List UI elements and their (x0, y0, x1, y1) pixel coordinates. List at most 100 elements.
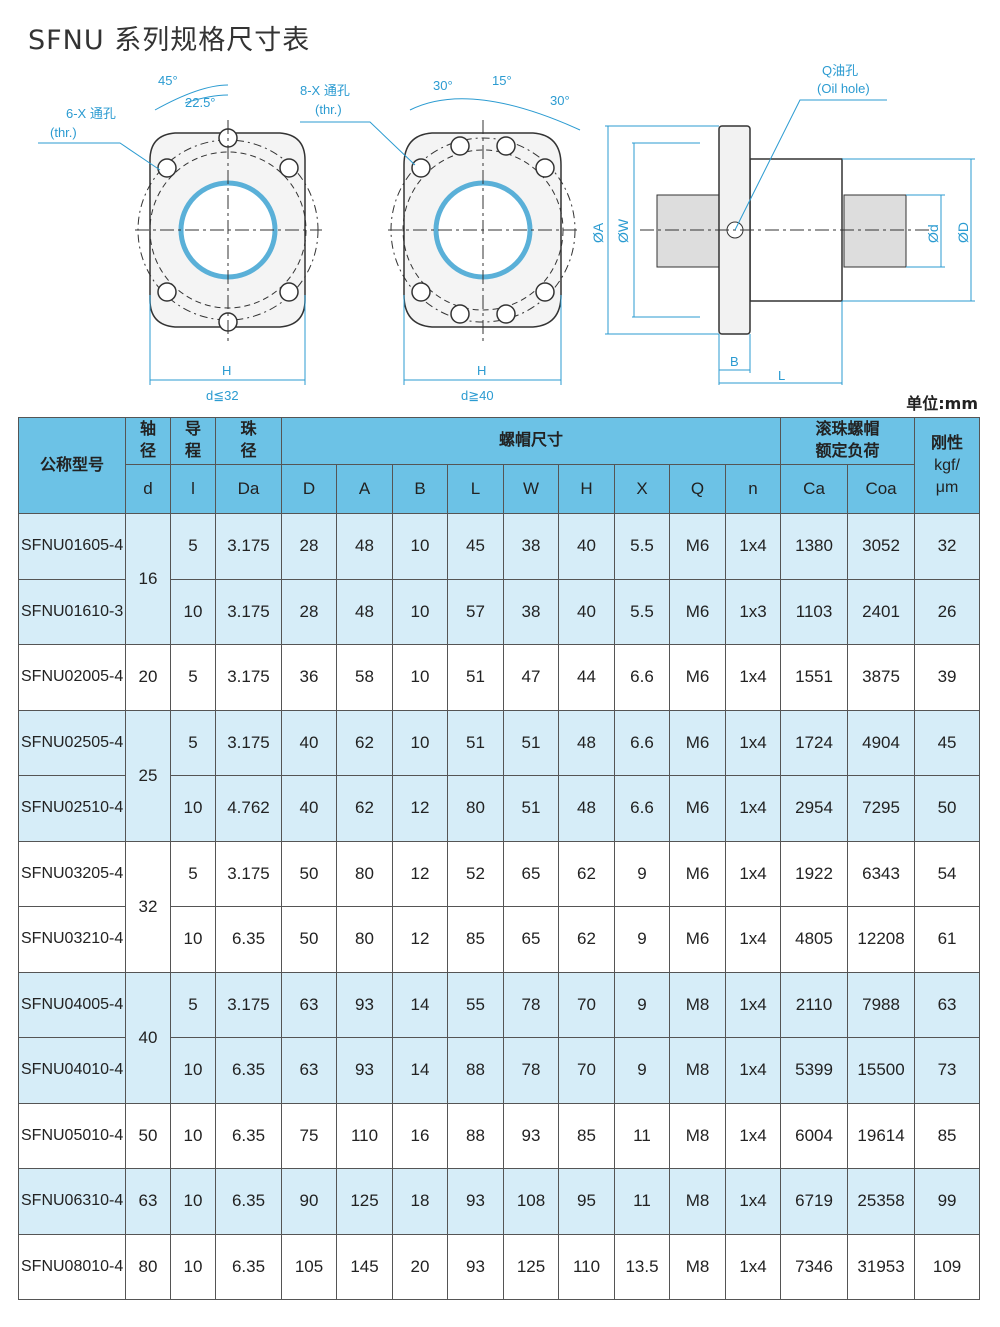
cell-b: 10 (392, 513, 448, 580)
cell-q: M6 (669, 906, 726, 973)
cell-w: 108 (503, 1168, 559, 1235)
cell-coa: 31953 (847, 1233, 916, 1300)
left-angle-45: 45° (158, 73, 178, 88)
cell-l: 5 (170, 644, 216, 711)
header-b-col: B (392, 464, 448, 514)
cell-model: SFNU08010-4 (18, 1233, 126, 1300)
flange-view-6-hole (38, 84, 322, 385)
header-da: Da (215, 464, 282, 514)
header-l-col: L (447, 464, 504, 514)
cell-q: M6 (669, 578, 726, 645)
cell-da: 3.175 (215, 840, 282, 907)
cell-q: M6 (669, 513, 726, 580)
cell-ca: 2954 (780, 775, 849, 842)
cell-coa: 25358 (847, 1168, 916, 1235)
cell-d: 63 (281, 971, 337, 1038)
cell-ca: 1922 (780, 840, 849, 907)
cell-d: 28 (281, 513, 337, 580)
cell-l: 5 (170, 709, 216, 776)
cell-model: SFNU02005-4 (18, 644, 126, 711)
cell-coa: 19614 (847, 1102, 916, 1169)
cell-k: 50 (914, 775, 981, 842)
cell-a: 145 (336, 1233, 393, 1300)
cell-d: 25 (125, 709, 171, 842)
cell-model: SFNU03205-4 (18, 840, 126, 907)
header-h-col: H (558, 464, 615, 514)
cell-model: SFNU01605-4 (18, 513, 126, 580)
cell-w: 47 (503, 644, 559, 711)
cell-n: 1x4 (724, 906, 782, 973)
dim-b: B (730, 354, 739, 369)
cell-h: 40 (558, 513, 615, 580)
cell-model: SFNU06310-4 (18, 1168, 126, 1235)
mid-angle-15: 15° (492, 73, 512, 88)
cell-n: 1x4 (724, 1168, 782, 1235)
cell-x: 9 (614, 971, 670, 1038)
cell-n: 1x4 (724, 971, 782, 1038)
cell-d: 105 (281, 1233, 337, 1300)
header-model: 公称型号 (18, 417, 126, 514)
cell-l: 51 (447, 644, 504, 711)
spec-table: 公称型号 轴径 导程 珠径 螺帽尺寸 滚珠螺帽额定负荷 刚性 kgf/μm d … (18, 417, 981, 1300)
cell-l: 57 (447, 578, 504, 645)
cell-ca: 5399 (780, 1037, 849, 1104)
cell-w: 51 (503, 775, 559, 842)
cell-n: 1x4 (724, 840, 782, 907)
cell-x: 9 (614, 1037, 670, 1104)
cell-x: 13.5 (614, 1233, 670, 1300)
cell-x: 11 (614, 1168, 670, 1235)
cell-a: 80 (336, 840, 393, 907)
page-title: SFNU 系列规格尺寸表 (28, 25, 311, 56)
cell-k: 61 (914, 906, 981, 973)
cell-w: 78 (503, 971, 559, 1038)
side-view (605, 99, 975, 385)
header-shaft: 轴径 (125, 417, 171, 465)
cell-ca: 1380 (780, 513, 849, 580)
technical-drawing: 6-X 通孔 (thr.) 45° 22.5° H d≦32 (38, 63, 975, 403)
cell-coa: 7295 (847, 775, 916, 842)
cell-h: 62 (558, 906, 615, 973)
cell-x: 6.6 (614, 644, 670, 711)
header-d-col: D (281, 464, 337, 514)
cell-n: 1x4 (724, 1233, 782, 1300)
cell-a: 80 (336, 906, 393, 973)
cell-h: 62 (558, 840, 615, 907)
cell-n: 1x3 (724, 578, 782, 645)
cell-da: 6.35 (215, 1168, 282, 1235)
cell-h: 95 (558, 1168, 615, 1235)
cell-q: M8 (669, 1102, 726, 1169)
cell-model: SFNU04005-4 (18, 971, 126, 1038)
dim-a: ØA (590, 222, 606, 243)
cell-coa: 7988 (847, 971, 916, 1038)
cell-x: 5.5 (614, 578, 670, 645)
cell-ca: 2110 (780, 971, 849, 1038)
dim-l: L (778, 368, 785, 383)
cell-h: 110 (558, 1233, 615, 1300)
left-thr-label: (thr.) (50, 125, 77, 140)
cell-h: 40 (558, 578, 615, 645)
cell-q: M8 (669, 971, 726, 1038)
header-ca-col: Ca (780, 464, 849, 514)
cell-q: M8 (669, 1233, 726, 1300)
cell-d: 63 (281, 1037, 337, 1104)
cell-d: 80 (125, 1233, 171, 1300)
cell-model: SFNU04010-4 (18, 1037, 126, 1104)
cell-n: 1x4 (724, 644, 782, 711)
cell-l: 85 (447, 906, 504, 973)
header-nut-dims: 螺帽尺寸 (280, 417, 782, 465)
cell-k: 85 (914, 1102, 981, 1169)
unit-label: 单位:mm (906, 394, 978, 413)
cell-h: 48 (558, 775, 615, 842)
header-x-col: X (614, 464, 670, 514)
cell-ca: 1103 (780, 578, 849, 645)
dim-d-large: ØD (955, 222, 971, 243)
cell-n: 1x4 (724, 513, 782, 580)
cell-q: M8 (669, 1168, 726, 1235)
dim-d-small: Ød (925, 224, 941, 243)
mid-h-label: H (477, 363, 486, 378)
flange-view-8-hole (300, 98, 581, 385)
cell-b: 12 (392, 840, 448, 907)
cell-k: 73 (914, 1037, 981, 1104)
cell-w: 38 (503, 513, 559, 580)
